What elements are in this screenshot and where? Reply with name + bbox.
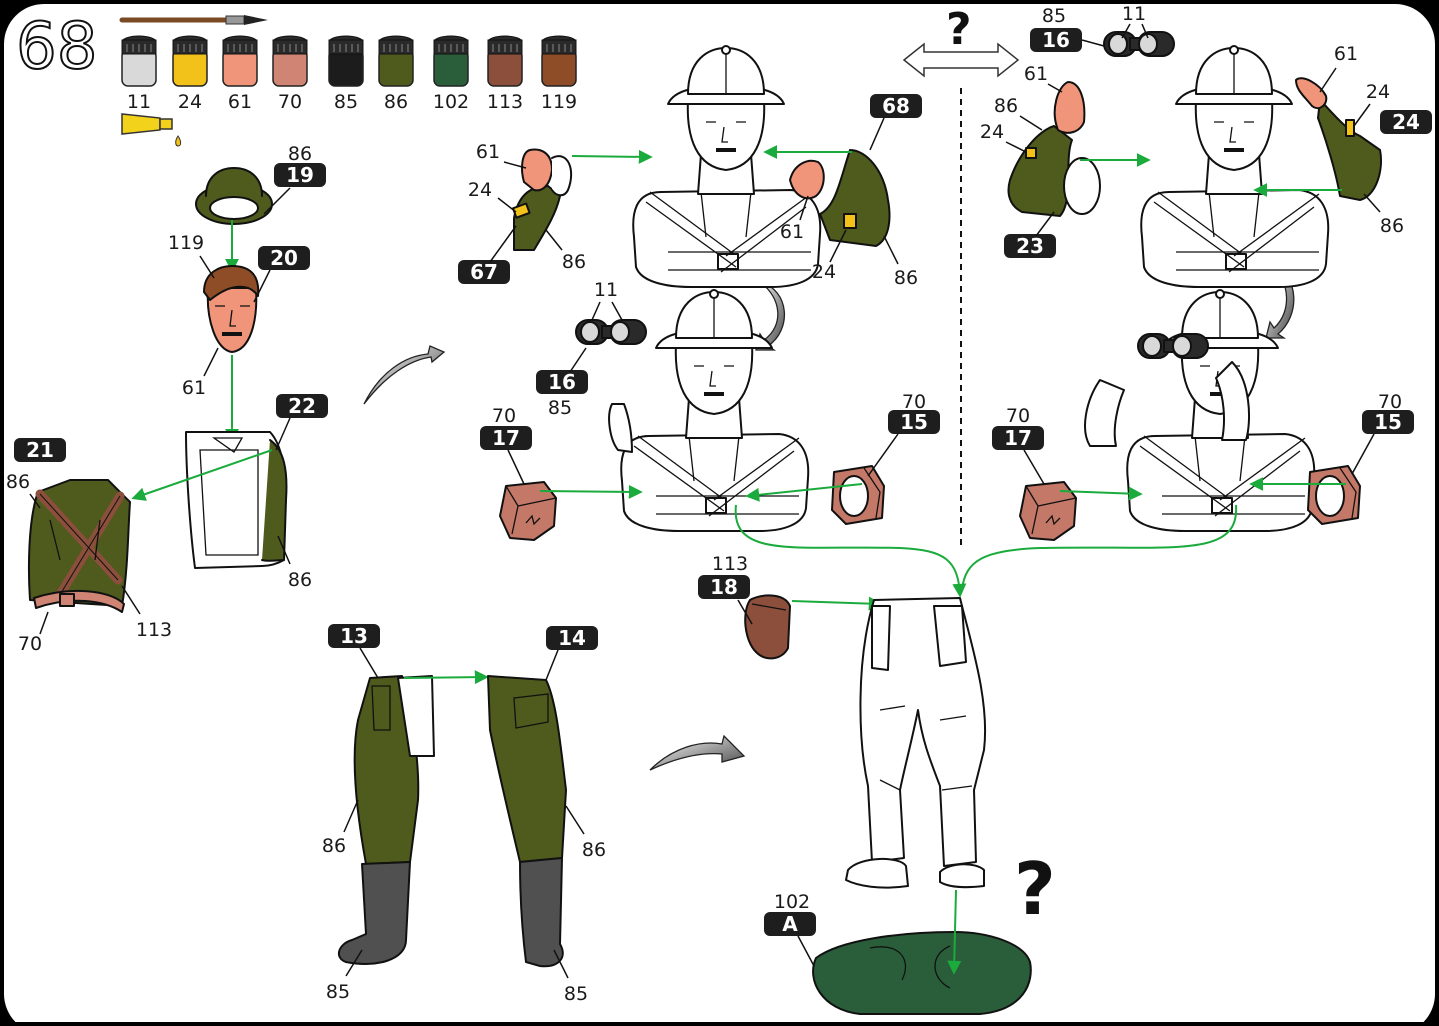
svg-text:16: 16 (1042, 28, 1070, 52)
svg-text:15: 15 (900, 410, 928, 434)
svg-text:21: 21 (26, 438, 54, 462)
paint-code-label: 11 (127, 91, 151, 113)
paint-callout: 24 (1366, 81, 1390, 103)
paint-callout: 24 (468, 179, 492, 201)
paint-callout: 86 (1380, 215, 1404, 237)
svg-text:14: 14 (558, 626, 586, 650)
svg-text:22: 22 (288, 394, 316, 418)
part-number-tag: 18 (698, 575, 750, 599)
part-number-tag: 19 (274, 163, 326, 187)
paint-callout: 24 (980, 121, 1004, 143)
part-number-tag: 23 (1004, 234, 1056, 258)
paint-pot-61: 61 (223, 36, 257, 113)
choice-mark-bottom: ? (1014, 847, 1056, 931)
paint-callout: 61 (476, 141, 500, 163)
part-number-tag: 22 (276, 394, 328, 418)
paint-callout: 61 (1334, 43, 1358, 65)
paint-pot-70: 70 (273, 36, 307, 113)
paint-callout: 70 (492, 405, 516, 427)
paint-callout: 61 (1024, 63, 1048, 85)
paint-callout: 119 (168, 232, 204, 254)
paint-pot-24: 24 (173, 36, 207, 113)
torso-back-part (186, 432, 286, 568)
paint-callout: 102 (774, 891, 810, 913)
svg-text:23: 23 (1016, 234, 1044, 258)
paint-pot-113: 113 (487, 36, 523, 113)
paint-callout: 70 (1006, 405, 1030, 427)
part-number-tag: 16 (1030, 28, 1082, 52)
paint-code-label: 113 (487, 91, 523, 113)
svg-text:20: 20 (270, 246, 298, 270)
paint-code-label: 24 (178, 91, 202, 113)
paint-callout: 85 (548, 397, 572, 419)
paint-callout: 86 (288, 569, 312, 591)
paint-callout: 11 (1122, 3, 1146, 25)
paint-code-label: 61 (228, 91, 252, 113)
paint-callout: 85 (1042, 5, 1066, 27)
paint-callout: 86 (582, 839, 606, 861)
part-number-tag: 16 (536, 370, 588, 394)
part-number-tag: 24 (1380, 110, 1432, 134)
part-number-tag: 14 (546, 626, 598, 650)
pouch-a-right-part (832, 466, 884, 524)
svg-text:67: 67 (470, 260, 498, 284)
paint-pot-119: 119 (541, 36, 577, 113)
part-number-tag: 13 (328, 624, 380, 648)
paint-callout: 70 (18, 633, 42, 655)
svg-text:24: 24 (1392, 110, 1420, 134)
paint-callout: 61 (182, 377, 206, 399)
part-number-tag: A (764, 912, 816, 936)
svg-text:16: 16 (548, 370, 576, 394)
paint-callout: 113 (712, 553, 748, 575)
svg-text:19: 19 (286, 163, 314, 187)
paint-code-label: 86 (384, 91, 408, 113)
base-part (813, 932, 1031, 1014)
svg-text:17: 17 (492, 426, 520, 450)
svg-text:18: 18 (710, 575, 738, 599)
step-number: 68 (16, 10, 97, 84)
paint-code-label: 70 (278, 91, 302, 113)
paint-callout: 113 (136, 619, 172, 641)
svg-text:68: 68 (882, 94, 910, 118)
pouch-b-right-part (1308, 466, 1360, 524)
part-number-tag: 68 (870, 94, 922, 118)
paint-callout: 86 (994, 95, 1018, 117)
paint-palette: 11 24 61 70 85 86 102 113 119 (122, 36, 577, 113)
paint-pot-85: 85 (329, 36, 363, 113)
svg-text:15: 15 (1374, 410, 1402, 434)
part-number-tag: 17 (992, 426, 1044, 450)
paint-callout: 86 (288, 143, 312, 165)
part-number-tag: 67 (458, 260, 510, 284)
torso-part (29, 480, 130, 612)
paint-callout: 61 (780, 221, 804, 243)
paint-pot-11: 11 (122, 36, 156, 113)
part-number-tag: 20 (258, 246, 310, 270)
part-number-tag: 17 (480, 426, 532, 450)
paint-callout: 86 (322, 835, 346, 857)
paint-callout: 24 (812, 261, 836, 283)
paint-callout: 11 (594, 279, 618, 301)
part-number-tag: 15 (1362, 410, 1414, 434)
paint-callout: 85 (326, 981, 350, 1003)
choice-mark-top: ? (946, 4, 972, 55)
svg-text:A: A (782, 912, 798, 936)
paint-callout: 86 (6, 471, 30, 493)
paint-callout: 86 (894, 267, 918, 289)
paint-code-label: 102 (433, 91, 469, 113)
part-number-tag: 15 (888, 410, 940, 434)
svg-text:13: 13 (340, 624, 368, 648)
paint-pot-86: 86 (379, 36, 413, 113)
paint-callout: 86 (562, 251, 586, 273)
paint-code-label: 85 (334, 91, 358, 113)
part-number-tag: 21 (14, 438, 66, 462)
paint-callout: 85 (564, 983, 588, 1005)
paint-pot-102: 102 (433, 36, 469, 113)
paint-code-label: 119 (541, 91, 577, 113)
svg-text:17: 17 (1004, 426, 1032, 450)
